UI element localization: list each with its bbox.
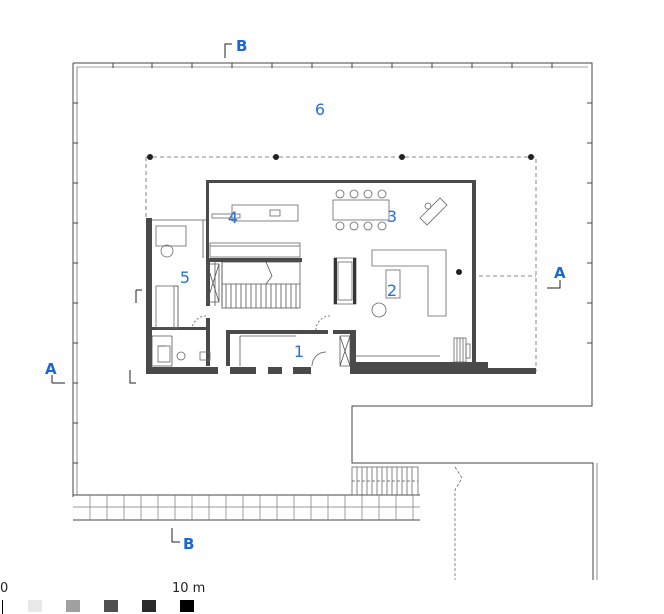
section-a-left: A (45, 360, 65, 384)
scale-end-label: 10 m (172, 581, 205, 596)
interior-stair (221, 261, 301, 309)
svg-text:A: A (45, 360, 57, 378)
room-label-4: 4 (228, 208, 238, 227)
section-a-right: A (547, 264, 566, 289)
scale-bar: 0 10 m (0, 581, 205, 614)
svg-text:B: B (236, 37, 247, 55)
edge-ticks (73, 63, 592, 464)
furniture (155, 189, 471, 363)
room-label-3: 3 (387, 207, 397, 226)
walls (146, 180, 536, 374)
svg-text:A: A (554, 264, 566, 282)
scale-swatch (28, 600, 42, 612)
door-swings (191, 315, 331, 367)
room-label-6: 6 (315, 100, 325, 119)
room-labels: 1 2 3 4 5 6 (180, 100, 397, 361)
scale-swatch (104, 600, 118, 612)
scale-start-label: 0 (0, 581, 8, 596)
svg-text:B: B (183, 535, 194, 553)
furniture-dark (334, 258, 356, 304)
columns (147, 154, 534, 275)
room-label-2: 2 (387, 281, 397, 300)
scale-swatches (28, 600, 194, 612)
terrace-outline (72, 62, 598, 580)
scale-swatch (142, 600, 156, 612)
section-markers: B B A A (45, 37, 566, 553)
room-label-5: 5 (180, 268, 190, 287)
section-b-bottom: B (171, 528, 194, 553)
section-b-top: B (224, 37, 247, 58)
scale-swatch (180, 600, 194, 612)
room-label-1: 1 (294, 342, 304, 361)
paving-strip (73, 495, 420, 520)
exterior-stair (351, 466, 463, 580)
scale-swatch (66, 600, 80, 612)
